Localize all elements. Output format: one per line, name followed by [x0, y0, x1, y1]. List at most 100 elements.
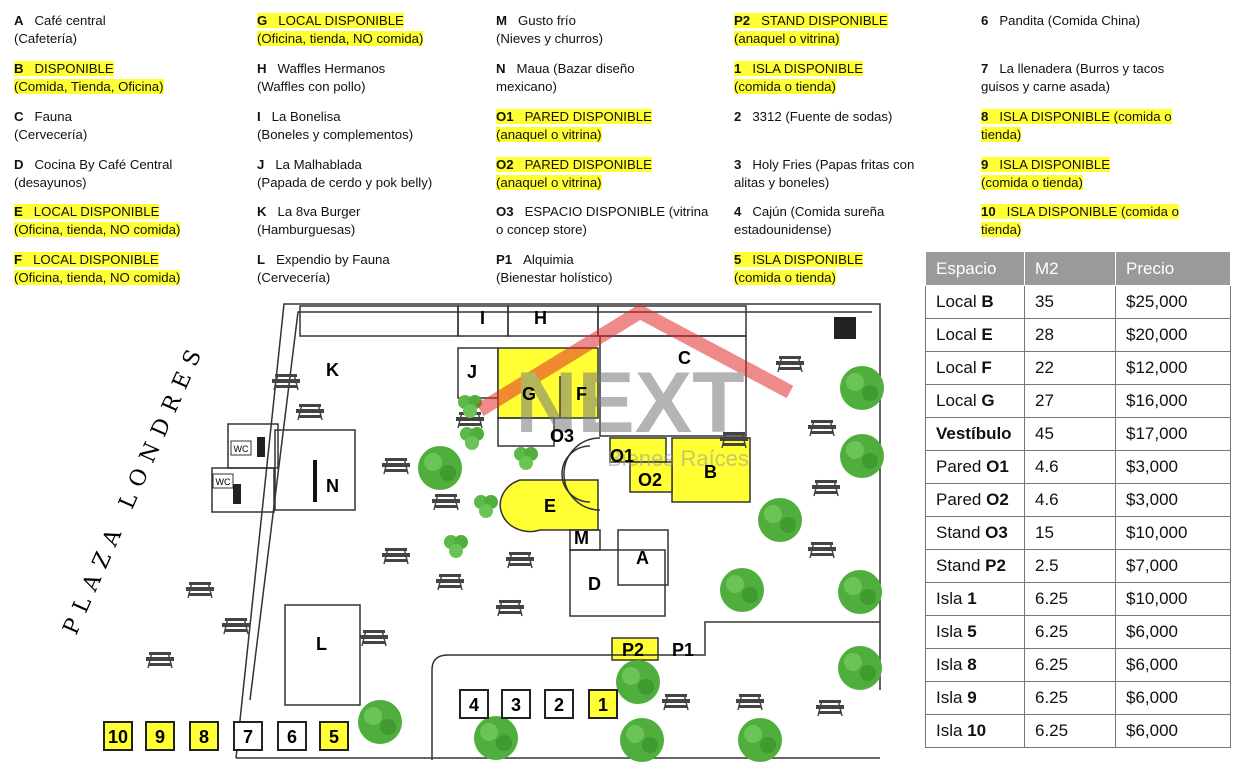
- legend-code: O1: [496, 109, 514, 124]
- legend-code: B: [14, 61, 24, 76]
- price-cell-espacio: Stand O3: [925, 516, 1025, 550]
- street-name: PLAZA LONDRES: [59, 338, 211, 638]
- legend-desc: tienda): [981, 222, 1022, 237]
- legend-name: Holy Fries (Papas fritas con: [752, 157, 915, 172]
- legend-code: 8: [981, 109, 989, 124]
- legend-name: 3312 (Fuente de sodas): [752, 109, 893, 124]
- legend-name: Gusto frío: [518, 13, 576, 28]
- islands: 10 9 8 7 6 5 4 3 2 1: [103, 689, 618, 751]
- space-id: 9: [967, 688, 977, 707]
- space-type: Isla: [936, 622, 963, 641]
- space-c: C: [678, 348, 691, 368]
- legend-name: Cajún (Comida sureña: [752, 204, 885, 219]
- legend-item-b: B DISPONIBLE (Comida, Tienda, Oficina): [14, 60, 239, 96]
- price-cell-precio: $3,000: [1115, 483, 1231, 517]
- space-type: Stand: [936, 556, 981, 575]
- legend-item-9: 9 ISLA DISPONIBLE(comida o tienda): [981, 156, 1206, 192]
- legend-code: M: [496, 13, 507, 28]
- legend-item-8: 8 ISLA DISPONIBLE (comida o tienda): [981, 108, 1206, 144]
- legend-desc: (anaquel o vitrina): [496, 127, 602, 142]
- legend-code: 5: [734, 252, 742, 267]
- legend-desc: tienda): [981, 127, 1022, 142]
- price-cell-precio: $10,000: [1115, 516, 1231, 550]
- price-cell-precio: $12,000: [1115, 351, 1231, 385]
- legend-name: La Malhablada: [275, 157, 362, 172]
- space-type: Pared: [936, 457, 982, 476]
- legend-name: La 8va Burger: [277, 204, 361, 219]
- space-p2: P2: [622, 640, 644, 660]
- island-6: 6: [287, 727, 297, 747]
- legend-name: Café central: [34, 13, 106, 28]
- legend-name: LOCAL DISPONIBLE: [33, 252, 159, 267]
- legend-desc: (Cervecería): [14, 127, 88, 142]
- legend-item-d: D Cocina By Café Central(desayunos): [14, 156, 239, 192]
- legend-code: A: [14, 13, 24, 28]
- space-k: K: [326, 360, 339, 380]
- space-type: Local: [936, 358, 977, 377]
- legend-name: ISLA DISPONIBLE: [752, 61, 864, 76]
- legend-item-2: 2 3312 (Fuente de sodas): [734, 108, 959, 126]
- space-e: E: [544, 496, 556, 516]
- legend-name: Maua (Bazar diseño: [516, 61, 635, 76]
- space-id: F: [981, 358, 992, 377]
- wc-icons: WC WC: [212, 317, 856, 504]
- space-id: E: [981, 325, 993, 344]
- next-watermark: NEXT Bienes Raíces: [476, 303, 794, 471]
- legend-code: 2: [734, 109, 742, 124]
- legend-item-1: 1 ISLA DISPONIBLE(comida o tienda): [734, 60, 959, 96]
- space-p1: P1: [672, 640, 694, 660]
- legend-code: D: [14, 157, 24, 172]
- price-cell-precio: $3,000: [1115, 450, 1231, 484]
- price-cell-precio: $6,000: [1115, 648, 1231, 682]
- wc-label: WC: [234, 444, 249, 454]
- space-type: Isla: [936, 589, 963, 608]
- legend-name: Fauna: [34, 109, 72, 124]
- space-id: Vestíbulo: [936, 424, 1012, 443]
- legend-desc: (Cafetería): [14, 31, 78, 46]
- space-n: N: [326, 476, 339, 496]
- legend-code: I: [257, 109, 261, 124]
- legend-desc: alitas y boneles): [734, 175, 830, 190]
- island-10: 10: [108, 727, 128, 747]
- space-id: 8: [967, 655, 977, 674]
- space-f: F: [576, 384, 587, 404]
- legend-name: DISPONIBLE: [34, 61, 114, 76]
- legend-name: ISLA DISPONIBLE (comida o: [999, 109, 1172, 124]
- price-cell-precio: $7,000: [1115, 549, 1231, 583]
- legend-item-3: 3 Holy Fries (Papas fritas con alitas y b…: [734, 156, 959, 192]
- wc-label-2: WC: [216, 477, 231, 487]
- space-g: G: [522, 384, 536, 404]
- legend-code: H: [257, 61, 267, 76]
- legend-desc: guisos y carne asada): [981, 79, 1111, 94]
- island-3: 3: [511, 695, 521, 715]
- legend-name: Cocina By Café Central: [34, 157, 173, 172]
- price-cell-espacio: Isla 5: [925, 615, 1025, 649]
- legend-desc: (Bienestar holístico): [496, 270, 613, 285]
- legend-item-o2: O2 PARED DISPONIBLE(anaquel o vitrina): [496, 156, 721, 192]
- legend-name: PARED DISPONIBLE: [524, 157, 652, 172]
- space-id: O2: [986, 490, 1009, 509]
- legend-desc: (anaquel o vitrina): [734, 31, 840, 46]
- price-cell-espacio: Stand P2: [925, 549, 1025, 583]
- island-2: 2: [554, 695, 564, 715]
- legend-desc: (Oficina, tienda, NO comida): [14, 222, 181, 237]
- space-id: G: [981, 391, 995, 410]
- legend-code: G: [257, 13, 268, 28]
- central-buildings: [211, 417, 880, 760]
- price-cell-m2: 4.6: [1024, 450, 1116, 484]
- price-cell-m2: 15: [1024, 516, 1116, 550]
- price-cell-m2: 6.25: [1024, 582, 1116, 616]
- legend-code: 3: [734, 157, 742, 172]
- legend-desc: (Comida, Tienda, Oficina): [14, 79, 164, 94]
- island-5: 5: [329, 727, 339, 747]
- legend-code: 7: [981, 61, 989, 76]
